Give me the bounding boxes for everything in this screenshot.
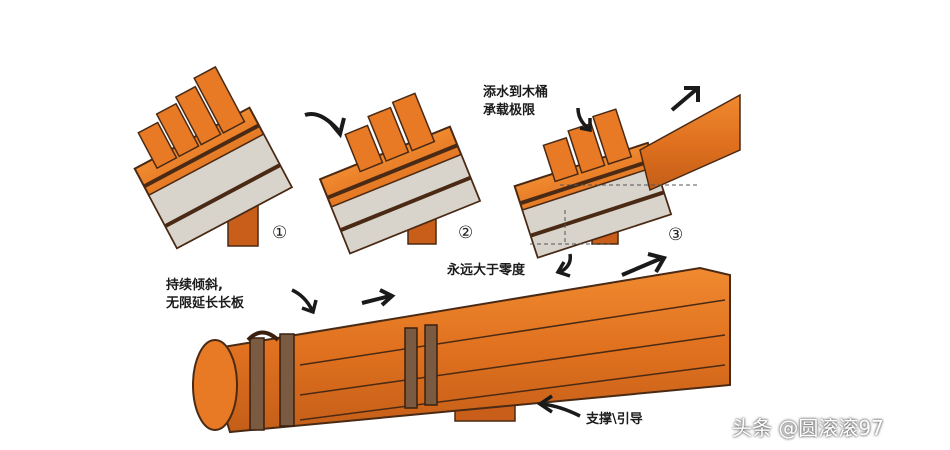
arrow-1-to-2 [304,112,346,139]
label-support: 支撑\引导 [586,412,643,427]
arrow-bottom-left [361,288,396,307]
arrow-tilt-label [291,288,318,315]
long-bucket [192,266,731,434]
arrow-support-label [536,394,581,418]
arrow-forever-label [555,253,573,278]
label-tilt-line1: 持续倾斜, [166,278,223,293]
label-forever: 永远大于零度 [447,263,526,278]
stage-number-3: ③ [668,225,684,245]
label-tilt-line2: 无限延长长板 [166,296,245,311]
watermark: 头条 @圆滚滚97 [732,416,884,440]
bucket-stage-2 [318,92,482,255]
bucket-stage-3 [513,93,741,259]
label-fill-line1: 添水到木桶 [483,85,549,100]
stage-number-2: ② [458,223,474,243]
label-fill-line2: 承载极限 [483,103,536,118]
arrow-bottom-right [621,252,668,277]
bucket-stage-1 [133,65,294,250]
arrow-3-up [670,86,700,112]
stage-number-1: ① [272,223,288,243]
arrow-fill-label [576,107,592,133]
